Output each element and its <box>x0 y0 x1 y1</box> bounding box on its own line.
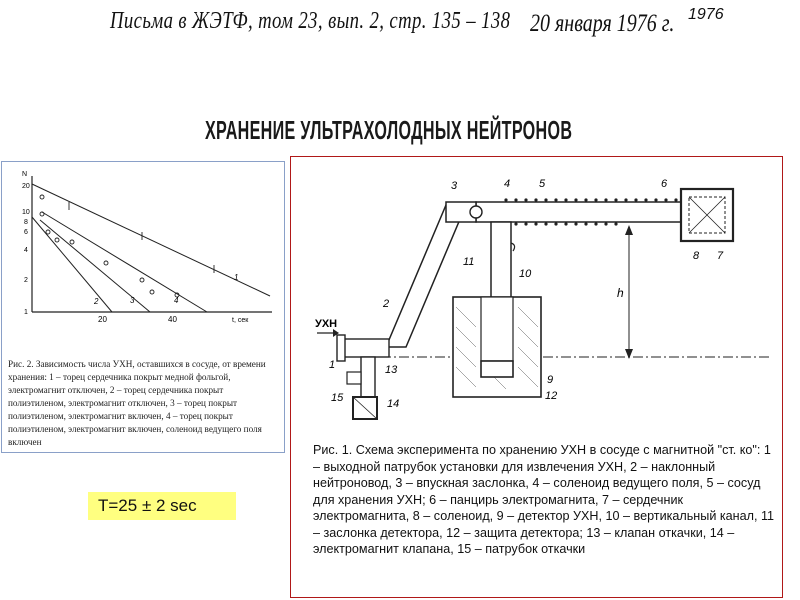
part-labels: 1 2 3 4 5 6 7 8 9 10 11 12 13 14 15 <box>329 178 724 410</box>
y-tick-label: 20 <box>22 183 30 190</box>
svg-text:1: 1 <box>329 359 335 371</box>
figure-2-panel: N 20 10 8 6 4 2 1 20 40 t, сек 1 2 3 4 Р… <box>1 161 285 453</box>
curve-label: 4 <box>174 296 179 305</box>
journal-date: 20 января 1976 г. <box>530 10 675 37</box>
solenoid-dots <box>504 198 678 226</box>
svg-text:2: 2 <box>382 298 389 310</box>
curve-4 <box>41 211 208 313</box>
output-pipe <box>340 338 390 358</box>
svg-text:11: 11 <box>463 256 474 268</box>
svg-text:7: 7 <box>717 250 724 262</box>
data-points <box>39 194 215 298</box>
year-label: 1976 <box>688 6 724 23</box>
storage-time-box: T=25 ± 2 sec <box>88 492 236 520</box>
curve-label: 2 <box>93 297 99 306</box>
svg-text:5: 5 <box>539 178 546 190</box>
y-tick-label: 4 <box>24 247 28 254</box>
curve-label: 3 <box>130 296 135 305</box>
pumping-valve <box>360 356 376 398</box>
x-axis-label: t, сек <box>232 317 249 324</box>
y-axis-label: N <box>22 171 27 178</box>
figure-1-panel: h <box>290 156 783 598</box>
apparatus-schematic: h <box>315 178 771 420</box>
svg-text:8: 8 <box>693 250 700 262</box>
svg-text:14: 14 <box>387 398 399 410</box>
y-tick-label: 6 <box>24 229 28 236</box>
svg-text:13: 13 <box>385 364 398 376</box>
storage-time-text: T=25 ± 2 sec <box>98 496 197 515</box>
ucn-input-label: УХН <box>315 318 337 330</box>
storage-vessel <box>475 201 687 223</box>
svg-text:6: 6 <box>661 178 668 190</box>
inlet-shutter <box>469 205 483 219</box>
height-label: h <box>617 286 624 300</box>
decay-plot: N 20 10 8 6 4 2 1 20 40 t, сек 1 2 3 4 <box>22 171 272 324</box>
curve-2 <box>31 216 113 313</box>
y-tick-label: 8 <box>24 219 28 226</box>
curve-1 <box>31 183 271 297</box>
figure-2-caption: Рис. 2. Зависимость числа УХН, оставшихс… <box>8 359 266 447</box>
neutron-detector <box>480 360 514 378</box>
pumping-pipe <box>346 371 362 385</box>
svg-text:9: 9 <box>547 374 553 386</box>
journal-header: Письма в ЖЭТФ, том 23, вып. 2, стр. 135 … <box>110 8 511 34</box>
svg-text:3: 3 <box>451 180 458 192</box>
y-tick-label: 1 <box>24 309 28 316</box>
svg-text:10: 10 <box>519 268 532 280</box>
y-tick-label: 2 <box>24 277 28 284</box>
svg-text:12: 12 <box>545 390 557 402</box>
x-tick-label: 40 <box>168 315 177 324</box>
figure-1-caption: Рис. 1. Схема эксперимента по хранению У… <box>313 443 775 556</box>
curve-3 <box>39 219 151 313</box>
y-tick-label: 10 <box>22 209 30 216</box>
svg-text:4: 4 <box>504 178 510 190</box>
svg-text:15: 15 <box>331 392 344 404</box>
paper-title: ХРАНЕНИЕ УЛЬТРАХОЛОДНЫХ НЕЙТРОНОВ <box>205 115 573 145</box>
curve-label: 1 <box>234 273 238 282</box>
x-tick-label: 20 <box>98 315 107 324</box>
electromagnet-core <box>688 196 726 234</box>
